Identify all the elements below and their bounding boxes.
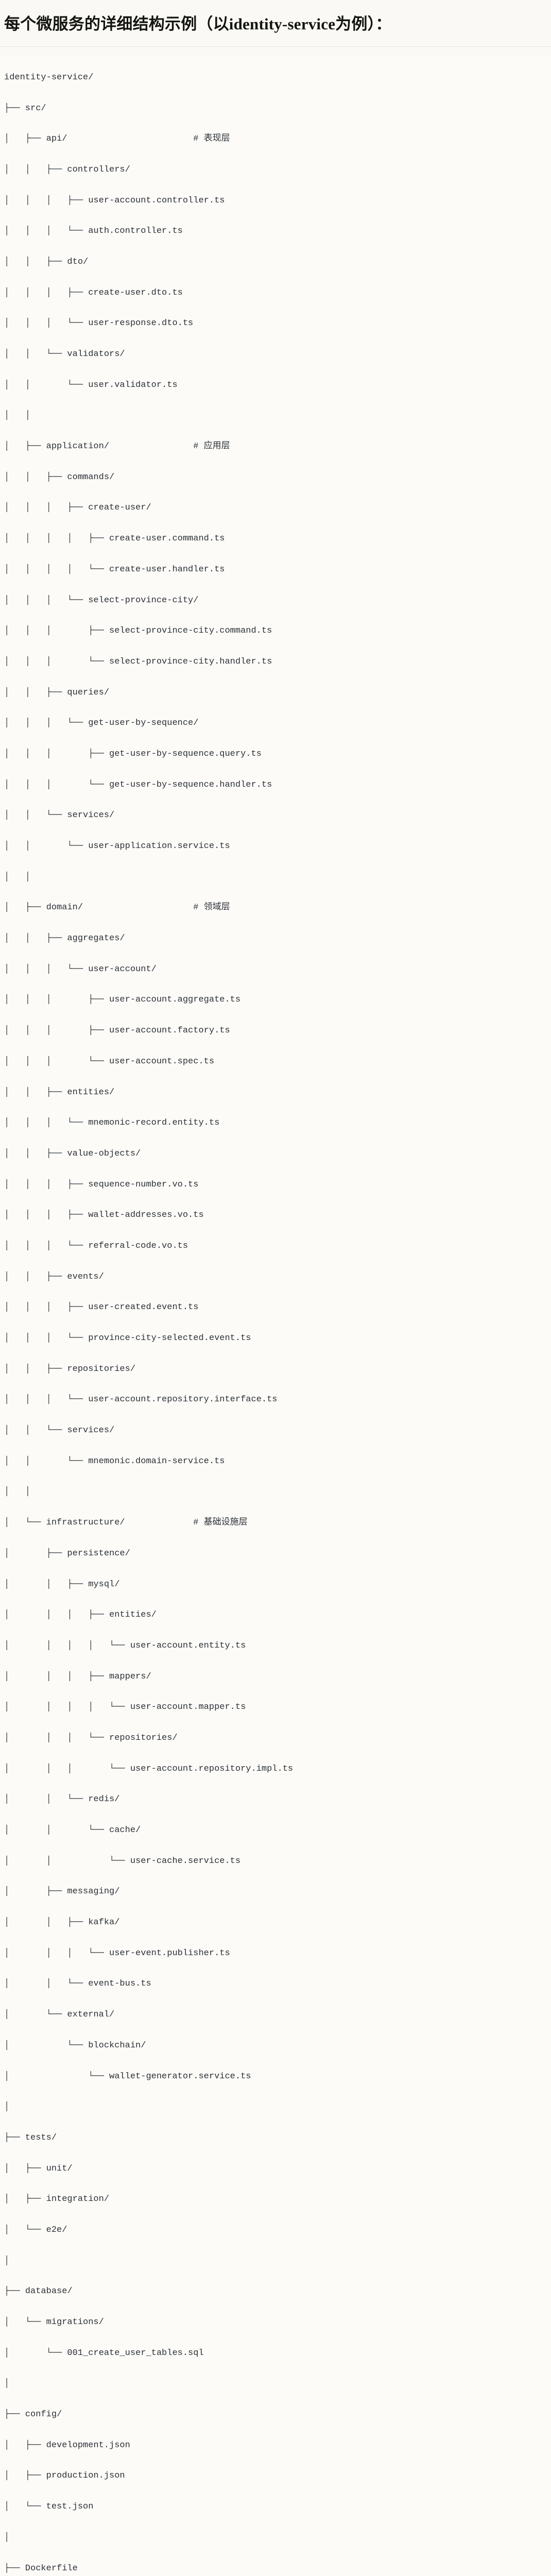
tree-line: │ │ │ ├── select-province-city.command.t… <box>4 626 272 636</box>
tree-line: │ │ │ └── select-province-city/ <box>4 595 199 605</box>
tree-layer-comment: # 基础设施层 <box>193 1518 248 1528</box>
tree-line: │ │ <box>4 872 31 882</box>
tree-line: │ │ ├── aggregates/ <box>4 934 125 944</box>
tree-line: │ │ │ └── auth.controller.ts <box>4 226 183 236</box>
tree-line: │ │ ├── controllers/ <box>4 164 130 175</box>
tree-line: │ │ └── mnemonic.domain-service.ts <box>4 1456 225 1466</box>
tree-line: ├── database/ <box>4 2286 73 2297</box>
tree-line: │ │ │ │ ├── create-user.command.ts <box>4 534 225 544</box>
tree-line: │ ├── unit/ <box>4 2163 73 2174</box>
tree-line: │ └── test.json <box>4 2502 94 2512</box>
tree-line: │ │ └── services/ <box>4 810 115 821</box>
tree-line: │ │ ├── dto/ <box>4 257 89 267</box>
tree-line: │ │ │ ├── user-account.controller.ts <box>4 195 225 206</box>
tree-line: │ │ │ └── user-account.repository.interf… <box>4 1395 278 1405</box>
tree-line: │ │ ├── entities/ <box>4 1087 115 1097</box>
tree-line: │ └── e2e/ <box>4 2225 67 2235</box>
tree-line: │ └── external/ <box>4 2010 115 2020</box>
tree-line: ├── src/ <box>4 103 46 113</box>
tree-layer-comment: # 表现层 <box>193 134 230 144</box>
tree-line: │ │ ├── queries/ <box>4 687 110 698</box>
tree-node-label: │ ├── api/ <box>4 134 194 144</box>
tree-line: │ │ │ └── user-account.spec.ts <box>4 1056 215 1066</box>
tree-line: │ │ │ │ └── user-account.mapper.ts <box>4 1702 246 1713</box>
tree-line: │ ├── domain/ # 领域层 <box>4 900 547 915</box>
tree-line: │ ├── production.json <box>4 2471 125 2481</box>
tree-line: │ │ └── event-bus.ts <box>4 1979 151 1989</box>
tree-line: │ │ ├── events/ <box>4 1272 104 1282</box>
tree-line: │ │ ├── kafka/ <box>4 1918 120 1928</box>
tree-line: │ └── infrastructure/ # 基础设施层 <box>4 1515 547 1530</box>
tree-line: │ └── 001_create_user_tables.sql <box>4 2348 204 2358</box>
tree-line: │ │ │ ├── user-account.aggregate.ts <box>4 995 241 1005</box>
tree-line: │ │ └── user.validator.ts <box>4 380 178 390</box>
page-title: 每个微服务的详细结构示例（以identity-service为例）： <box>4 15 392 33</box>
tree-line: │ │ │ ├── entities/ <box>4 1610 157 1620</box>
tree-line: │ │ │ └── user-event.publisher.ts <box>4 1948 230 1958</box>
tree-line: │ │ │ └── get-user-by-sequence/ <box>4 718 199 728</box>
tree-line: ├── tests/ <box>4 2132 57 2143</box>
tree-line: │ <box>4 2256 10 2266</box>
tree-line: │ │ │ └── referral-code.vo.ts <box>4 1241 188 1251</box>
tree-line: │ │ │ │ └── create-user.handler.ts <box>4 564 225 574</box>
tree-line: │ │ │ └── province-city-selected.event.t… <box>4 1333 251 1344</box>
tree-line: │ └── wallet-generator.service.ts <box>4 2071 251 2081</box>
tree-layer-comment: # 领域层 <box>193 903 230 913</box>
tree-node-label: │ ├── application/ <box>4 442 194 452</box>
tree-line: │ │ └── user-cache.service.ts <box>4 1856 241 1866</box>
tree-line: │ ├── messaging/ <box>4 1887 120 1897</box>
tree-line: │ │ │ └── get-user-by-sequence.handler.t… <box>4 779 272 790</box>
tree-line: │ │ │ └── mnemonic-record.entity.ts <box>4 1118 220 1128</box>
tree-line: │ │ │ ├── create-user/ <box>4 503 151 513</box>
tree-line: │ │ │ └── user-account.repository.impl.t… <box>4 1764 294 1774</box>
tree-line: │ ├── persistence/ <box>4 1548 130 1558</box>
tree-line: │ │ │ └── user-account/ <box>4 964 157 974</box>
tree-line: │ ├── integration/ <box>4 2194 110 2205</box>
tree-line: │ <box>4 2379 10 2389</box>
tree-line: │ │ └── redis/ <box>4 1794 120 1805</box>
tree-line: │ └── migrations/ <box>4 2317 104 2328</box>
tree-line: │ │ │ ├── user-account.factory.ts <box>4 1026 230 1036</box>
tree-line: │ │ │ ├── sequence-number.vo.ts <box>4 1179 199 1190</box>
tree-line: │ │ │ └── user-response.dto.ts <box>4 318 194 329</box>
tree-line: identity-service/ <box>4 72 94 82</box>
tree-line: │ │ └── user-application.service.ts <box>4 841 230 852</box>
tree-layer-comment: # 应用层 <box>193 442 230 452</box>
tree-line: │ ├── api/ # 表现层 <box>4 131 547 146</box>
tree-line: │ │ <box>4 1487 31 1497</box>
tree-node-label: │ └── infrastructure/ <box>4 1518 194 1528</box>
tree-line: │ │ │ └── select-province-city.handler.t… <box>4 656 272 667</box>
tree-line: │ │ └── validators/ <box>4 349 125 360</box>
tree-line: ├── config/ <box>4 2410 62 2420</box>
tree-line: │ │ │ └── repositories/ <box>4 1733 178 1743</box>
tree-line: │ │ ├── value-objects/ <box>4 1148 141 1159</box>
tree-line: │ │ │ ├── mappers/ <box>4 1671 151 1682</box>
tree-line: │ │ │ ├── wallet-addresses.vo.ts <box>4 1210 204 1221</box>
tree-line: │ └── blockchain/ <box>4 2040 146 2050</box>
tree-line: │ │ ├── repositories/ <box>4 1364 136 1374</box>
tree-line: │ │ │ ├── user-created.event.ts <box>4 1302 199 1313</box>
directory-tree-code: identity-service/ ├── src/ │ ├── api/ # … <box>4 70 547 2576</box>
tree-line: │ │ └── services/ <box>4 1426 115 1436</box>
tree-line: │ │ │ │ └── user-account.entity.ts <box>4 1640 246 1651</box>
tree-line: │ │ │ ├── create-user.dto.ts <box>4 287 183 298</box>
tree-line: │ ├── application/ # 应用层 <box>4 439 547 454</box>
tree-line: │ │ └── cache/ <box>4 1825 141 1836</box>
heading-divider <box>0 46 551 47</box>
tree-line: ├── Dockerfile <box>4 2563 78 2573</box>
tree-line: │ │ <box>4 411 31 421</box>
tree-line: │ ├── development.json <box>4 2440 130 2450</box>
directory-tree-block: identity-service/ ├── src/ │ ├── api/ # … <box>0 55 551 2576</box>
tree-line: │ │ ├── mysql/ <box>4 1579 120 1589</box>
tree-line: │ │ │ ├── get-user-by-sequence.query.ts <box>4 749 262 759</box>
tree-line: │ <box>4 2102 10 2112</box>
tree-line: │ │ ├── commands/ <box>4 472 115 482</box>
tree-line: │ <box>4 2532 10 2543</box>
tree-node-label: │ ├── domain/ <box>4 903 194 913</box>
